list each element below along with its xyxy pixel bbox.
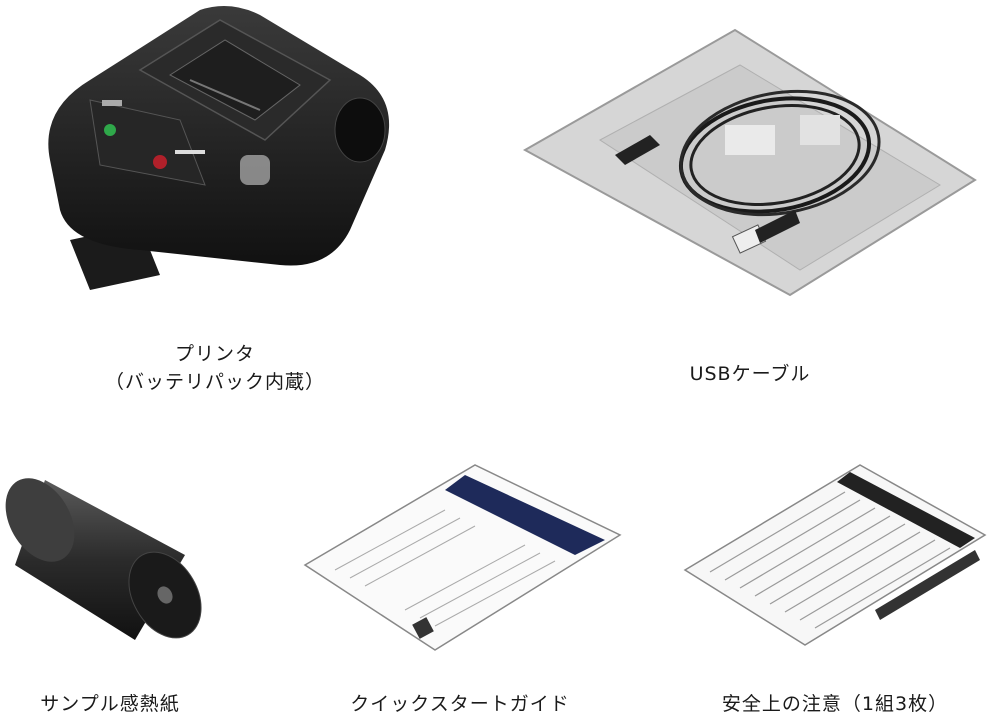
safety-notice-illustration: [683, 464, 987, 646]
paper-roll-illustration: [5, 478, 202, 640]
quick-start-caption: クイックスタートガイド: [330, 690, 590, 718]
usb-cable-caption-line-1: USBケーブル: [689, 363, 811, 385]
usb-cable-caption: USBケーブル: [640, 360, 860, 388]
quick-start-guide-illustration: [303, 464, 622, 651]
usb-cable-illustration: [522, 28, 977, 297]
quick-start-caption-line-1: クイックスタートガイド: [350, 693, 570, 715]
printer-caption-line-1: プリンタ: [174, 343, 255, 365]
printer-caption-line-2: （バッテリパック内蔵）: [104, 371, 325, 393]
paper-roll-caption-line-1: サンプル感熱紙: [40, 693, 180, 715]
printer-illustration: [48, 6, 390, 290]
printer-caption: プリンタ （バッテリパック内蔵）: [80, 340, 350, 396]
safety-caption: 安全上の注意（1組3枚）: [690, 690, 980, 718]
safety-caption-line-1: 安全上の注意（1組3枚）: [721, 693, 949, 715]
paper-roll-caption: サンプル感熱紙: [15, 690, 205, 718]
